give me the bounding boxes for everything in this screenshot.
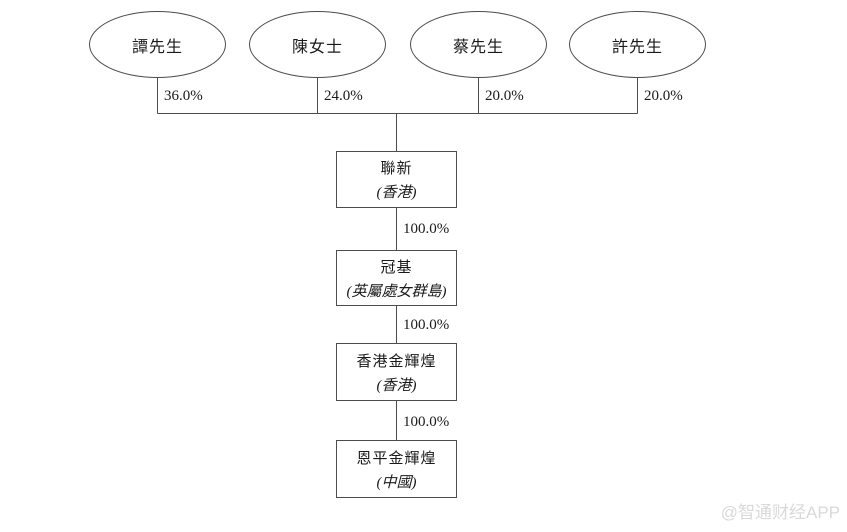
company-name: 恩平金輝煌: [356, 450, 437, 467]
company-location: (香港): [376, 185, 417, 201]
company-location: (英屬處女群島): [346, 283, 447, 300]
link-stake-label: 100.0%: [403, 414, 450, 430]
owner-node-cai: 蔡先生: [410, 11, 547, 78]
company-location: (香港): [376, 377, 417, 394]
company-name: 聯新: [380, 161, 413, 177]
watermark: @智通财经APP: [720, 503, 840, 522]
owner-stake-label: 36.0%: [164, 88, 203, 104]
owner-stake-label: 24.0%: [324, 88, 363, 104]
link-stake-label: 100.0%: [403, 317, 450, 333]
owner-node-tan: 譚先生: [89, 11, 226, 78]
owner-stake-label: 20.0%: [644, 88, 683, 104]
company-name: 香港金輝煌: [356, 353, 437, 370]
owner-stake-label: 20.0%: [485, 88, 524, 104]
link-stake-label: 100.0%: [403, 221, 450, 237]
company-name: 冠基: [380, 259, 413, 276]
company-node-lianxin: 聯新 (香港): [336, 151, 457, 208]
company-node-guanji: 冠基 (英屬處女群島): [336, 250, 457, 306]
owner-node-xu: 許先生: [569, 11, 706, 78]
company-node-hk-jinhuihuang: 香港金輝煌 (香港): [336, 343, 457, 401]
company-location: (中國): [376, 474, 417, 491]
owner-node-chen: 陳女士: [249, 11, 386, 78]
company-node-enping-jinhuihuang: 恩平金輝煌 (中國): [336, 440, 457, 498]
